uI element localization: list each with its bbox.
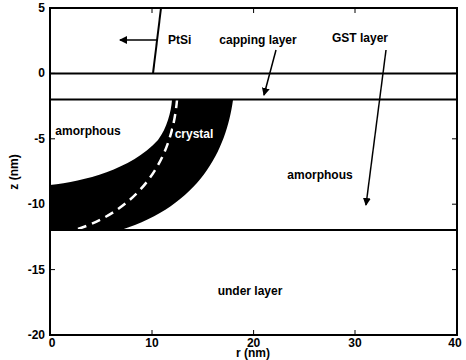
axis-title: r (nm)	[236, 347, 270, 359]
region-label: under layer	[218, 285, 283, 297]
tick-label: -10	[28, 198, 45, 210]
plot-frame	[50, 8, 457, 335]
leader-arrow	[264, 50, 276, 95]
tick-label: -20	[28, 329, 45, 341]
part-label: PtSi	[168, 34, 191, 46]
tick-label: 40	[448, 337, 461, 349]
region-label: amorphous	[55, 125, 120, 137]
axis-title: z (nm)	[8, 154, 20, 189]
part-label: GST layer	[331, 32, 389, 44]
layer-line	[50, 99, 457, 101]
region-label: amorphous	[287, 169, 352, 181]
axis-ticks	[50, 8, 457, 335]
region-label: crystal	[173, 127, 216, 141]
tick-label: 5	[38, 2, 45, 14]
leader-arrow	[366, 50, 386, 205]
tick-label: 10	[145, 337, 158, 349]
tick-label: 30	[348, 337, 361, 349]
tick-label: 0	[38, 67, 45, 79]
tick-label: 0	[49, 337, 56, 349]
tick-label: -5	[34, 133, 45, 145]
leader-arrow	[120, 39, 158, 41]
crystal-region	[50, 100, 233, 230]
part-label: capping layer	[218, 34, 297, 46]
layer-line	[50, 229, 457, 231]
dashed-boundary	[78, 100, 177, 229]
tick-label: -15	[28, 264, 45, 276]
layer-line	[50, 72, 457, 74]
